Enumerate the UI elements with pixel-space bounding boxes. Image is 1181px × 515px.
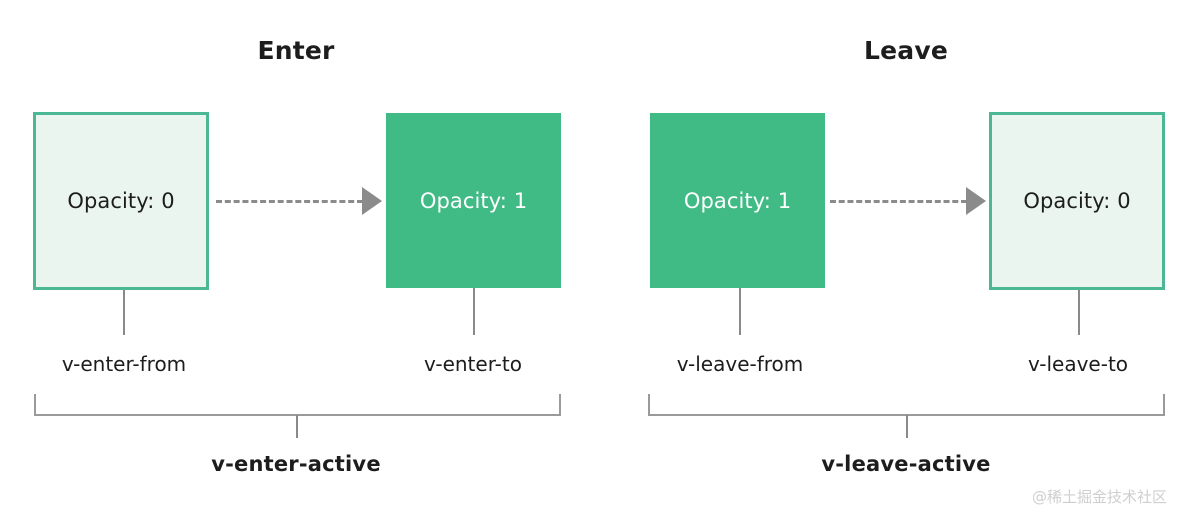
leave-arrow (830, 186, 986, 216)
enter-active-label: v-enter-active (211, 452, 381, 476)
leave-active-bracket (648, 394, 1165, 416)
leave-active-label: v-leave-active (821, 452, 991, 476)
enter-from-stem (123, 290, 125, 335)
section-title-enter: Enter (257, 36, 335, 65)
enter-arrow-line (216, 199, 363, 203)
enter-to-box: Opacity: 1 (386, 113, 561, 288)
leave-from-stem (739, 288, 741, 335)
enter-from-box-label: Opacity: 0 (67, 189, 175, 213)
enter-from-tag: v-enter-from (61, 352, 187, 376)
leave-to-box: Opacity: 0 (989, 112, 1165, 290)
leave-active-stem (906, 415, 908, 438)
leave-to-stem (1078, 290, 1080, 335)
leave-arrow-head-icon (966, 187, 986, 215)
leave-from-box: Opacity: 1 (650, 113, 825, 288)
enter-to-tag: v-enter-to (424, 352, 522, 376)
enter-active-bracket (34, 394, 561, 416)
leave-to-box-label: Opacity: 0 (1023, 189, 1131, 213)
enter-to-box-label: Opacity: 1 (419, 188, 528, 213)
enter-arrow (216, 186, 382, 216)
section-title-leave: Leave (863, 36, 949, 65)
leave-to-tag: v-leave-to (1027, 352, 1129, 376)
leave-from-box-label: Opacity: 1 (683, 188, 792, 213)
enter-from-box: Opacity: 0 (33, 112, 209, 290)
watermark: @稀土掘金技术社区 (1031, 488, 1167, 506)
leave-from-tag: v-leave-from (676, 352, 804, 376)
enter-arrow-head-icon (362, 187, 382, 215)
enter-to-stem (473, 288, 475, 335)
enter-active-stem (296, 415, 298, 438)
leave-arrow-line (830, 199, 967, 203)
